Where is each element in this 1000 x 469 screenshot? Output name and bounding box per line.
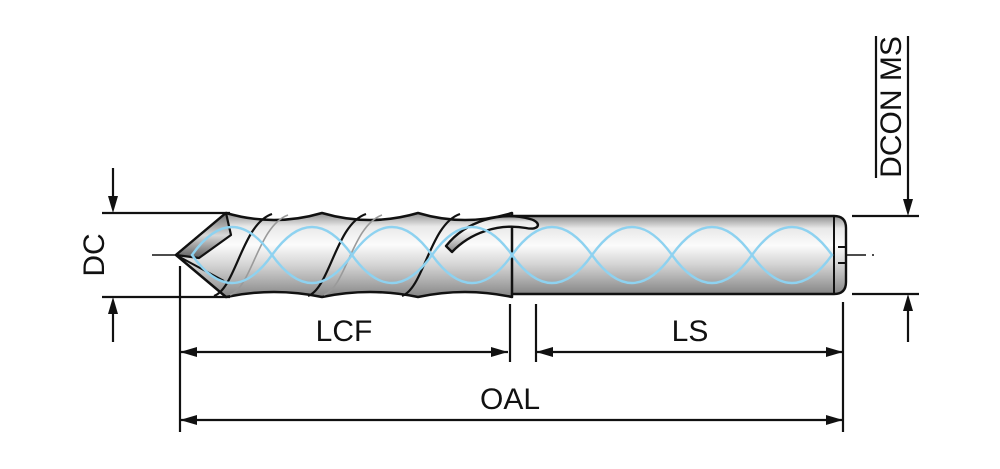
drill-tip [174, 211, 233, 260]
shank-end-notches [838, 246, 846, 264]
ls-arrow-left [536, 347, 553, 357]
ls-label: LS [672, 315, 709, 348]
oal-arrow-right [826, 415, 843, 425]
lcf-arrow-left [180, 347, 197, 357]
coolant-spiral-b [190, 226, 834, 284]
drill-shank [504, 214, 848, 296]
ls-dimension [534, 302, 845, 432]
dcon-arrow-up [903, 294, 913, 311]
flute-runout [444, 215, 539, 254]
coolant-channels [190, 226, 834, 284]
lcf-label: LCF [316, 315, 373, 348]
dcon-dimension [852, 36, 919, 342]
oal-label: OAL [480, 383, 540, 416]
lcf-dimension [178, 266, 512, 432]
oal-arrow-left [180, 415, 197, 425]
flute-helix-edges [213, 212, 461, 298]
drill-body [174, 211, 848, 299]
dcon-arrow-down [903, 199, 913, 216]
dc-dimension [102, 168, 230, 342]
dc-arrow-up [108, 297, 118, 314]
lcf-arrow-right [491, 347, 508, 357]
oal-dimension [180, 415, 843, 425]
dc-label: DC [78, 233, 111, 276]
dc-arrow-down [108, 196, 118, 213]
dcon-ms-label: DCON MS [875, 36, 908, 178]
ls-arrow-right [826, 347, 843, 357]
tip-facet-line [175, 254, 225, 282]
